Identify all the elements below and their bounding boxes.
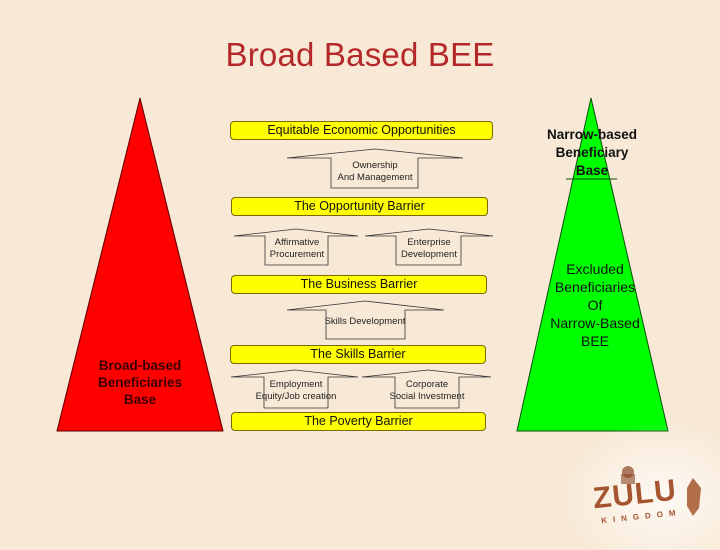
arrow-corporate-social-investment [361, 369, 492, 409]
label-line: Beneficiary [555, 145, 629, 160]
arrow-label-line: Equity/Job creation [255, 391, 337, 402]
label-line: Of [587, 297, 603, 313]
broad-based-triangle [56, 97, 224, 432]
arrow-label-line: Employment [269, 379, 323, 390]
bar-poverty-barrier: The Poverty Barrier [231, 412, 486, 431]
label-line: Broad-based [98, 358, 182, 373]
narrow-based-label: Narrow-based Beneficiary Base [531, 126, 653, 180]
arrow-label-employment-equity: Employment Equity/Job creation [241, 379, 351, 403]
bar-business-barrier: The Business Barrier [231, 275, 487, 294]
label-line: Beneficiaries [97, 375, 183, 390]
broad-based-label: Broad-based Beneficiaries Base [70, 357, 210, 408]
arrow-label-line: Ownership [352, 160, 398, 171]
arrow-label-ownership: Ownership And Management [321, 160, 429, 184]
arrow-skills-development [286, 300, 445, 340]
label-line: Excluded [566, 261, 624, 277]
label-line: BEE [580, 333, 609, 349]
bar-opportunity-barrier: The Opportunity Barrier [231, 197, 488, 216]
excluded-beneficiaries-label: Excluded Beneficiaries Of Narrow-Based B… [535, 260, 655, 350]
arrow-label-affirmative-procurement: Affirmative Procurement [255, 237, 339, 261]
arrow-affirmative-procurement [233, 228, 359, 266]
slide-title: Broad Based BEE [225, 36, 495, 73]
label-line: Beneficiaries [554, 279, 636, 295]
arrow-label-skills-development: Skills Development [305, 316, 425, 328]
arrow-label-line: Enterprise [407, 237, 451, 248]
bar-skills-barrier: The Skills Barrier [230, 345, 486, 364]
arrow-label-line: Procurement [269, 249, 325, 260]
shield-spear-icon [621, 466, 701, 516]
arrow-label-enterprise-development: Enterprise Development [386, 237, 472, 261]
arrow-label-line: Corporate [405, 379, 449, 390]
arrow-enterprise-development [364, 228, 494, 266]
arrow-label-line: Skills Development [324, 316, 406, 327]
label-line: Narrow-Based [550, 315, 640, 331]
arrow-employment-equity [230, 369, 359, 409]
zulu-kingdom-logo: ZULU KINGDOM [583, 460, 713, 535]
arrow-label-line: Affirmative [274, 237, 320, 248]
arrow-ownership [286, 148, 464, 189]
label-line: Base [575, 163, 609, 178]
arrow-label-line: Social Investment [389, 391, 465, 402]
label-line: Narrow-based [546, 127, 638, 142]
bar-equitable-economic-opportunities: Equitable Economic Opportunities [230, 121, 493, 140]
arrow-label-line: And Management [337, 172, 413, 183]
arrow-label-line: Development [401, 249, 457, 260]
label-line: Base [123, 392, 157, 407]
arrow-label-corporate-social-investment: Corporate Social Investment [372, 379, 482, 403]
